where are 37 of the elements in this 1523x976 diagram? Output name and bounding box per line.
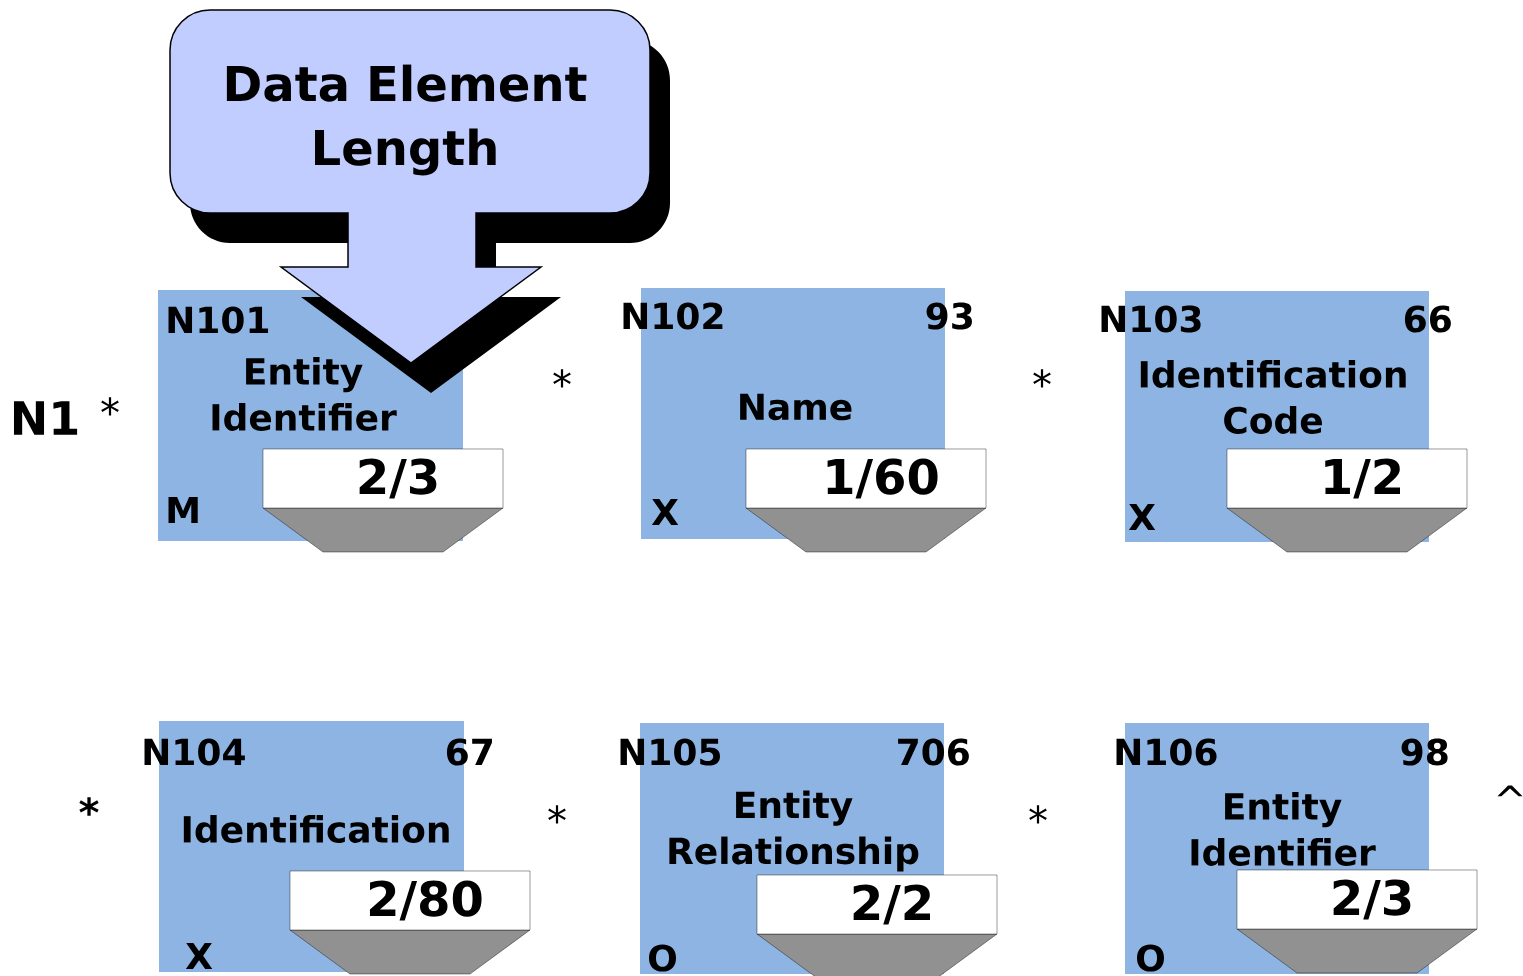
element-code: 98 [1401,738,1448,766]
length-tag: 2/2 [756,874,998,976]
repeat-symbol: * [553,369,571,388]
length-tag: 2/3 [1236,869,1478,974]
element-code: 66 [1404,305,1451,333]
element-code: 67 [446,738,492,766]
repeat-symbol: * [101,397,119,416]
element-id: N105 [620,738,720,766]
requirement-code: X [651,498,679,526]
element-id: N104 [144,738,245,766]
element-name: Identification Code [1140,360,1406,434]
element-name: Name [740,393,852,421]
element-name: Entity Identifier [212,357,397,431]
element-name: Entity Relationship [669,790,919,872]
length-tag: 2/3 [262,448,504,553]
element-id: N101 [168,306,268,334]
length-tag: 1/60 [745,448,987,553]
repeat-symbol: * [1033,369,1051,388]
requirement-code: X [1128,503,1156,531]
element-id: N103 [1101,305,1201,333]
element-name: Identification [183,815,449,843]
loop-id: N1 [14,401,78,435]
repeat-symbol: ^ [1497,785,1523,797]
repeat-symbol: * [548,805,566,824]
length-tag: 1/2 [1226,448,1468,553]
length-tag: 2/80 [289,870,531,975]
element-id: N106 [1116,738,1217,766]
requirement-code: O [1137,944,1164,972]
repeat-symbol: * [79,797,99,816]
element-name: Entity Identifier [1191,792,1376,866]
element-id: N102 [623,302,723,330]
element-code: 706 [898,738,969,766]
repeat-symbol: * [1029,805,1047,824]
element-code: 93 [926,302,972,330]
requirement-code: M [168,496,198,524]
requirement-code: O [649,944,676,972]
requirement-code: X [185,942,213,970]
